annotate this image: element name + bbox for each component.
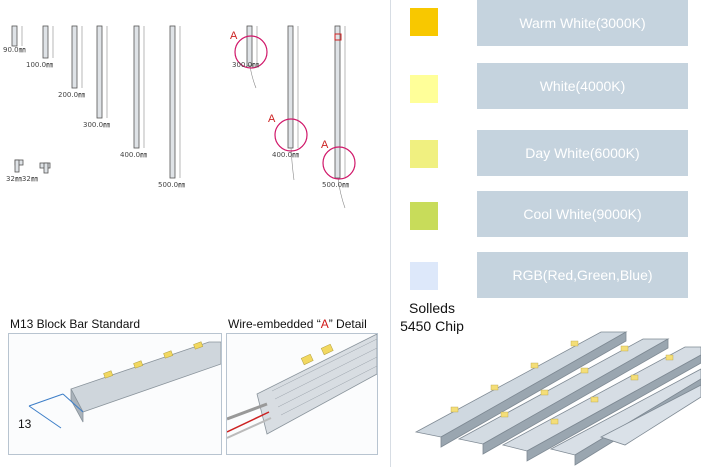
wire-bar-500: [334, 25, 341, 179]
drawing-panel: 90.0㎜ 100.0㎜ 200.0㎜ 300.0㎜ 400.0㎜ 500.0㎜…: [3, 0, 391, 467]
dim-label-300: 300.0㎜: [83, 121, 111, 129]
callout-a-2: A: [268, 113, 276, 125]
bar-400: [133, 25, 140, 149]
color-label-day-white: Day White(6000K): [477, 130, 688, 176]
wire-detail-box: [226, 333, 378, 455]
bar-300: [96, 25, 103, 119]
dim-label-wire-400: 400.0㎜: [272, 151, 300, 159]
detail-title-suffix: ” Detail: [328, 317, 367, 331]
dim-label-90: 90.0㎜: [3, 46, 26, 54]
standard-dimension-label: 13: [18, 417, 32, 431]
swatch-day-white: [410, 140, 438, 168]
swatch-rgb: [410, 262, 438, 290]
detail-title-highlight: A: [320, 317, 329, 331]
detail-marker: [334, 33, 342, 41]
dim-label-200: 200.0㎜: [58, 91, 86, 99]
swatch-cool-white: [410, 202, 438, 230]
bar-500: [169, 25, 176, 179]
chip-model: 5450 Chip: [400, 318, 464, 334]
bar-drawings: [11, 25, 356, 209]
dim-label-100: 100.0㎜: [26, 61, 54, 69]
product-photo: [414, 331, 701, 466]
bar-90: [11, 25, 18, 47]
standard-profile-illustration: [28, 341, 221, 429]
chip-brand: Solleds: [409, 300, 455, 316]
dim-label-corner: 32㎜32㎜: [6, 175, 38, 183]
callout-a-3: A: [321, 139, 329, 151]
bar-100: [42, 25, 49, 59]
callout-circle-2: [274, 118, 308, 152]
detail-title-prefix: Wire-embedded “: [228, 317, 321, 331]
swatch-warm-white: [410, 8, 438, 36]
swatch-white: [410, 75, 438, 103]
color-label-cool-white: Cool White(9000K): [477, 191, 688, 237]
wire-bar-300: [246, 25, 253, 67]
callout-circle-1: [234, 35, 268, 69]
detail-section-title: Wire-embedded “A” Detail: [228, 317, 367, 331]
dim-label-wire-500: 500.0㎜: [322, 181, 350, 189]
color-label-warm-white: Warm White(3000K): [477, 0, 688, 46]
callout-a-1: A: [230, 30, 238, 42]
wire-detail-illustration: [227, 334, 377, 439]
color-label-white: White(4000K): [477, 63, 688, 109]
callout-circle-3: [322, 146, 356, 180]
chip-description: Solleds 5450 Chip: [390, 299, 474, 335]
dim-label-500: 500.0㎜: [158, 181, 186, 189]
standard-profile-box: 13: [8, 333, 222, 455]
dim-label-400: 400.0㎜: [120, 151, 148, 159]
bar-200: [71, 25, 78, 89]
dim-label-wire-300: 300.0㎜: [232, 61, 260, 69]
wire-bar-400: [287, 25, 294, 149]
standard-section-title: M13 Block Bar Standard: [10, 317, 141, 331]
color-label-rgb: RGB(Red,Green,Blue): [477, 252, 688, 298]
